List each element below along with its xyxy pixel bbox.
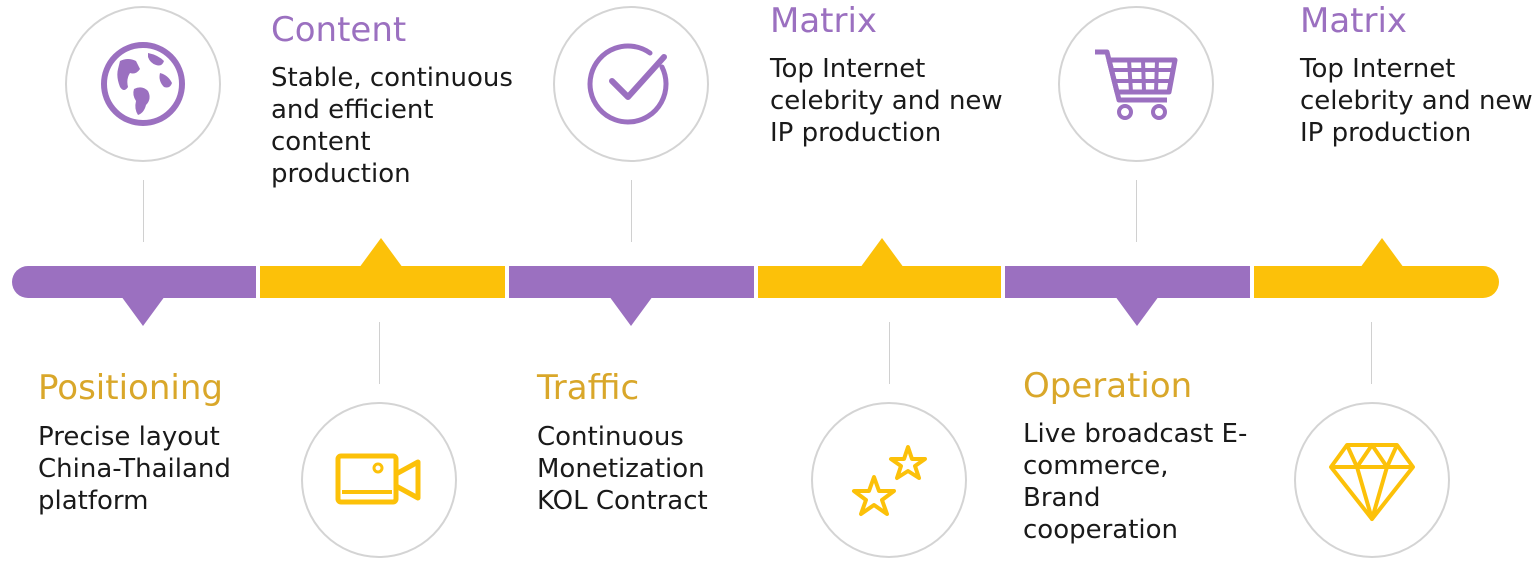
- matrix-2-line-1: Top Internet: [1300, 54, 1456, 84]
- connector-3: [631, 180, 632, 242]
- positioning-line-2: China-Thailand: [38, 454, 231, 484]
- icon-circle-diamond: [1294, 402, 1450, 558]
- matrix-description-2: Top Internet celebrity and new IP produc…: [1300, 53, 1533, 149]
- timeline-segment-1: [12, 266, 256, 298]
- positioning-description: Precise layout China-Thailand platform: [38, 421, 231, 517]
- timeline-pointer-up-6: [1360, 238, 1404, 268]
- matrix-title-1: Matrix: [770, 1, 878, 41]
- matrix-1-line-1: Top Internet: [770, 54, 926, 84]
- icon-circle-video: [301, 402, 457, 558]
- globe-icon: [101, 42, 185, 126]
- operation-line-3: Brand: [1023, 483, 1101, 513]
- icon-circle-check: [553, 6, 709, 162]
- connector-4: [889, 322, 890, 384]
- matrix-1-line-3: IP production: [770, 118, 942, 148]
- content-line-4: production: [271, 159, 411, 189]
- traffic-description: Continuous Monetization KOL Contract: [537, 421, 708, 517]
- timeline-pointer-up-2: [359, 238, 403, 268]
- connector-6: [1371, 322, 1372, 384]
- timeline-segment-5: [1005, 266, 1250, 298]
- content-description: Stable, continuous and efficient content…: [271, 62, 513, 190]
- operation-line-2: commerce,: [1023, 451, 1169, 481]
- operation-description: Live broadcast E- commerce, Brand cooper…: [1023, 418, 1247, 546]
- positioning-line-1: Precise layout: [38, 422, 220, 452]
- timeline-pointer-down-1: [121, 296, 165, 326]
- icon-circle-globe: [65, 6, 221, 162]
- operation-title: Operation: [1023, 366, 1193, 406]
- content-title: Content: [271, 10, 407, 50]
- timeline-pointer-down-3: [609, 296, 653, 326]
- diamond-icon: [1329, 443, 1415, 521]
- matrix-2-line-2: celebrity and new: [1300, 86, 1533, 116]
- content-line-3: content: [271, 127, 371, 157]
- matrix-2-line-3: IP production: [1300, 118, 1472, 148]
- positioning-title: Positioning: [38, 368, 223, 408]
- timeline-segment-2: [260, 266, 505, 298]
- timeline-segment-6: [1254, 266, 1499, 298]
- connector-2: [379, 322, 380, 384]
- timeline-segment-3: [509, 266, 754, 298]
- matrix-description-1: Top Internet celebrity and new IP produc…: [770, 53, 1003, 149]
- timeline-pointer-up-4: [860, 238, 904, 268]
- operation-line-1: Live broadcast E-: [1023, 419, 1248, 449]
- traffic-title: Traffic: [537, 368, 640, 408]
- timeline-segment-4: [758, 266, 1001, 298]
- icon-circle-stars: [811, 402, 967, 558]
- matrix-title-2: Matrix: [1300, 1, 1408, 41]
- checkmark-icon: [587, 43, 669, 125]
- shopping-cart-icon: [1095, 49, 1178, 120]
- positioning-line-3: platform: [38, 486, 149, 516]
- matrix-1-line-2: celebrity and new: [770, 86, 1003, 116]
- traffic-line-1: Continuous: [537, 422, 684, 452]
- connector-5: [1136, 180, 1137, 242]
- traffic-line-2: Monetization: [537, 454, 705, 484]
- traffic-line-3: KOL Contract: [537, 486, 708, 516]
- stars-icon: [852, 445, 927, 516]
- video-camera-icon: [335, 453, 421, 505]
- content-line-2: and efficient: [271, 95, 434, 125]
- operation-line-4: cooperation: [1023, 515, 1179, 545]
- timeline-pointer-down-5: [1115, 296, 1159, 326]
- icon-circle-cart: [1058, 6, 1214, 162]
- connector-1: [143, 180, 144, 242]
- content-line-1: Stable, continuous: [271, 63, 513, 93]
